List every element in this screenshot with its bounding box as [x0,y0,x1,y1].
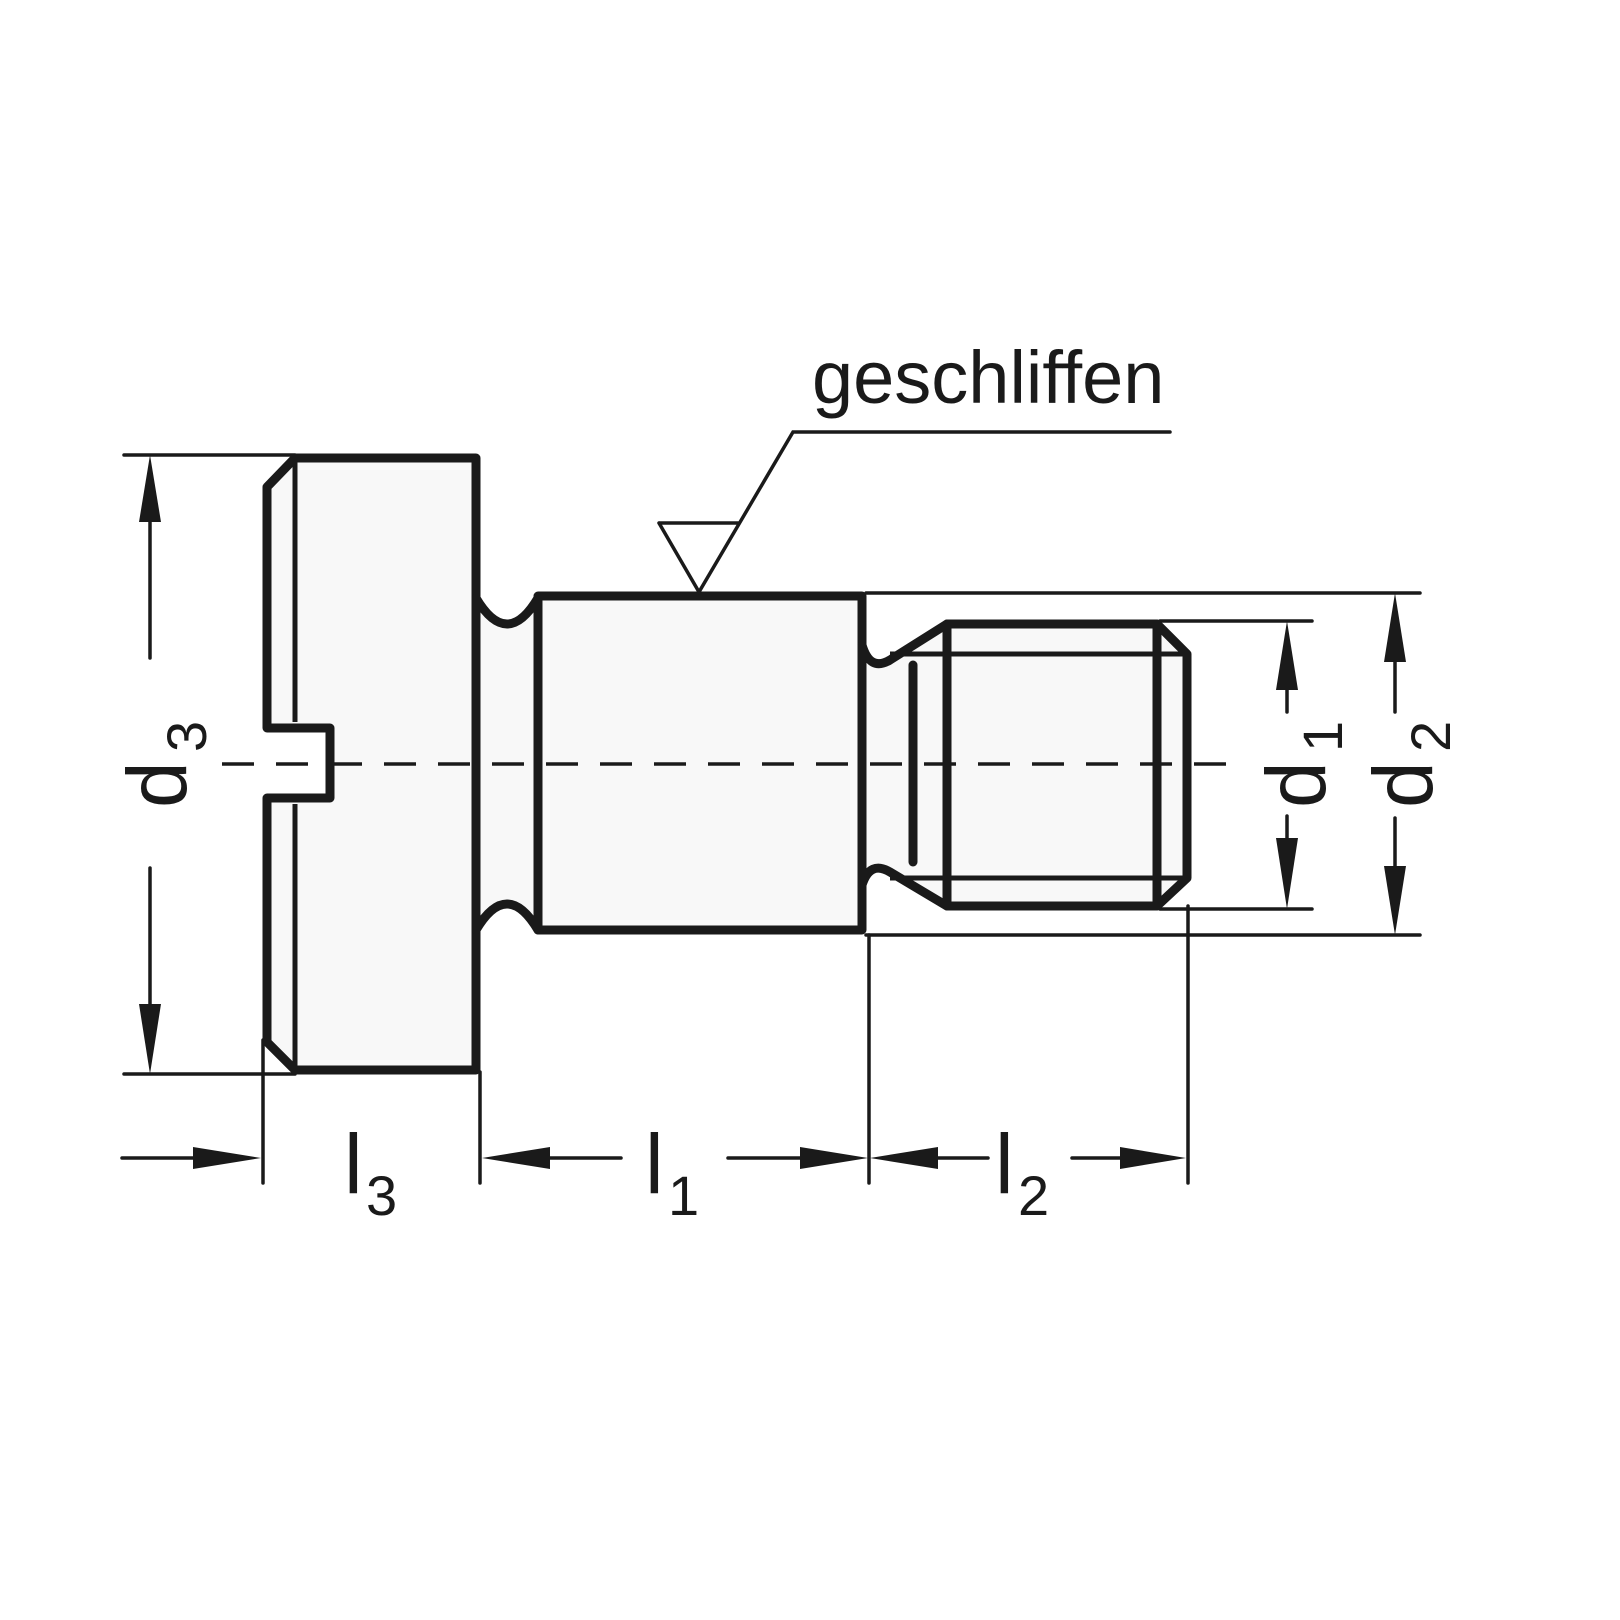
dimension-d2: d 2 [1356,593,1462,935]
svg-text:d: d [1249,761,1343,808]
svg-text:2: 2 [1018,1164,1049,1227]
dimension-d1: d 1 [1249,621,1354,909]
svg-text:l: l [645,1117,664,1211]
svg-text:d: d [1356,761,1450,808]
svg-text:1: 1 [668,1164,699,1227]
dimension-l2: l 2 [870,1117,1186,1227]
svg-text:3: 3 [366,1164,397,1227]
dimension-l1: l 1 [482,1117,868,1227]
dimension-d3: d 3 [110,455,218,1074]
svg-text:3: 3 [155,721,218,752]
surface-finish-label: geschliffen [812,336,1164,419]
surface-finish-symbol [657,430,1172,596]
svg-text:l: l [344,1117,363,1211]
extension-lines [122,453,1422,1185]
svg-text:d: d [110,761,204,808]
svg-text:2: 2 [1399,721,1462,752]
svg-text:l: l [995,1117,1014,1211]
shaft [533,591,867,935]
svg-text:1: 1 [1291,721,1354,752]
dimension-l3: l 3 [120,1117,397,1227]
